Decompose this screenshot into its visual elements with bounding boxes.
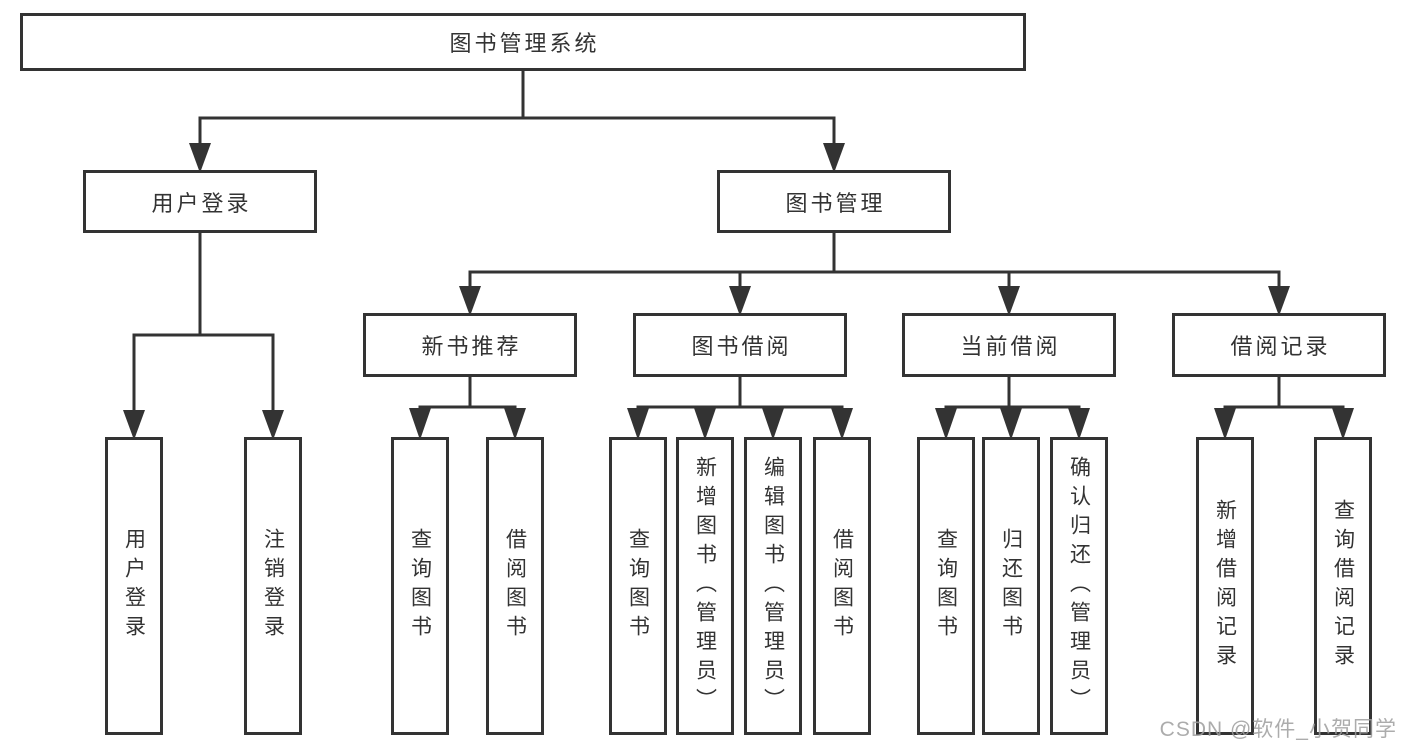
leaf-label: 注销登录 (261, 528, 285, 644)
leaf-edit-books-admin: 编辑图书（管理员） (744, 437, 802, 735)
connector-new-book-recommendation (409, 375, 526, 440)
arrowhead (1214, 408, 1236, 440)
arrowhead (998, 286, 1020, 316)
arrowhead (459, 286, 481, 316)
arrowhead (262, 410, 284, 440)
leaf-label: 查询图书 (934, 528, 958, 644)
leaf-label: 归还图书 (999, 528, 1023, 644)
arrowhead (409, 408, 431, 440)
leaf-label: 用户登录 (122, 528, 146, 644)
connector-book-borrowing (627, 375, 853, 440)
leaf-borrow-books-recommend: 借阅图书 (486, 437, 544, 735)
connector-borrowing-records (1214, 375, 1354, 440)
leaf-label: 确认归还（管理员） (1067, 455, 1091, 717)
leaf-logout: 注销登录 (244, 437, 302, 735)
leaf-label: 新增图书（管理员） (693, 455, 717, 717)
connector-user-login (123, 231, 284, 440)
leaf-label: 借阅图书 (503, 528, 527, 644)
leaf-add-books-admin: 新增图书（管理员） (676, 437, 734, 735)
arrowhead (823, 143, 845, 173)
node-book-borrowing: 图书借阅 (633, 313, 847, 377)
leaf-add-borrow-record: 新增借阅记录 (1196, 437, 1254, 735)
connector-book-management (459, 231, 1290, 316)
node-library-system: 图书管理系统 (20, 13, 1026, 71)
leaf-label: 新增借阅记录 (1213, 499, 1237, 673)
leaf-user-login: 用户登录 (105, 437, 163, 735)
arrowhead (1268, 286, 1290, 316)
leaf-label: 查询借阅记录 (1331, 499, 1355, 673)
leaf-query-books-current: 查询图书 (917, 437, 975, 735)
arrowhead (1068, 408, 1090, 440)
leaf-label: 借阅图书 (830, 528, 854, 644)
leaf-label: 查询图书 (626, 528, 650, 644)
leaf-return-books: 归还图书 (982, 437, 1040, 735)
leaf-borrow-books: 借阅图书 (813, 437, 871, 735)
arrowhead (123, 410, 145, 440)
node-borrowing-records: 借阅记录 (1172, 313, 1386, 377)
node-book-management: 图书管理 (717, 170, 951, 233)
arrowhead (1332, 408, 1354, 440)
arrowhead (627, 408, 649, 440)
node-new-book-recommendation: 新书推荐 (363, 313, 577, 377)
connector-current-borrowing (935, 375, 1090, 440)
connector-root (189, 69, 845, 173)
leaf-query-borrow-record: 查询借阅记录 (1314, 437, 1372, 735)
arrowhead (831, 408, 853, 440)
csdn-watermark: CSDN @软件_小贺同学 (1159, 718, 1397, 741)
leaf-label: 查询图书 (408, 528, 432, 644)
leaf-query-books-recommend: 查询图书 (391, 437, 449, 735)
leaf-query-books-borrowing: 查询图书 (609, 437, 667, 735)
leaf-label: 编辑图书（管理员） (761, 455, 785, 717)
arrowhead (762, 408, 784, 440)
leaf-confirm-return-admin: 确认归还（管理员） (1050, 437, 1108, 735)
arrowhead (729, 286, 751, 316)
arrowhead (189, 143, 211, 173)
arrowhead (694, 408, 716, 440)
node-current-borrowing: 当前借阅 (902, 313, 1116, 377)
node-user-login: 用户登录 (83, 170, 317, 233)
arrowhead (935, 408, 957, 440)
arrowhead (1000, 408, 1022, 440)
arrowhead (504, 408, 526, 440)
